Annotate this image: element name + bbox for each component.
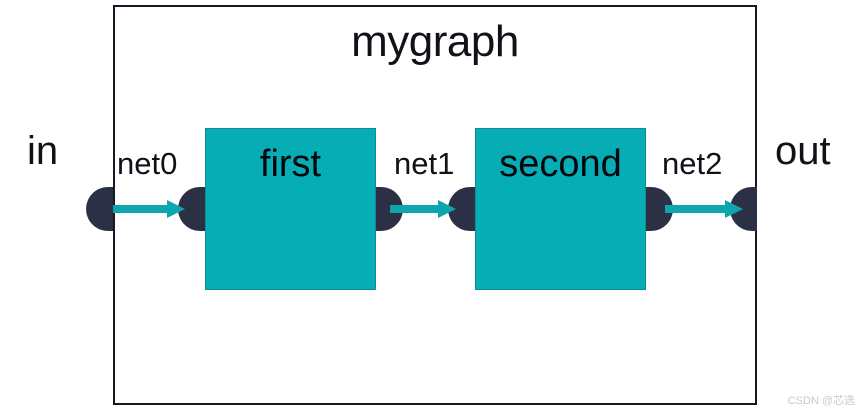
graph-title: mygraph: [351, 17, 519, 66]
node-second-label: second: [499, 143, 622, 185]
external-port-label-in: in: [27, 129, 59, 173]
net1-arrow-shaft: [390, 205, 440, 213]
net-label-net1: net1: [394, 146, 455, 181]
net0-arrow-icon: [113, 200, 185, 218]
net2-arrow-shaft: [665, 205, 727, 213]
node-second[interactable]: second: [475, 128, 646, 290]
net0-arrow-head: [167, 200, 185, 218]
net2-arrow-head: [725, 200, 743, 218]
port-in-external[interactable]: [86, 187, 113, 231]
net-label-net2: net2: [662, 146, 723, 181]
watermark: CSDN @芯选: [787, 395, 855, 407]
node-first-label: first: [259, 143, 322, 185]
net-label-net0: net0: [117, 146, 178, 181]
net1-arrow-head: [438, 200, 456, 218]
node-first[interactable]: first: [205, 128, 376, 290]
net0-arrow-shaft: [113, 205, 169, 213]
net1-arrow-icon: [390, 200, 456, 218]
net2-arrow-icon: [665, 200, 743, 218]
external-port-label-out: out: [775, 129, 831, 173]
